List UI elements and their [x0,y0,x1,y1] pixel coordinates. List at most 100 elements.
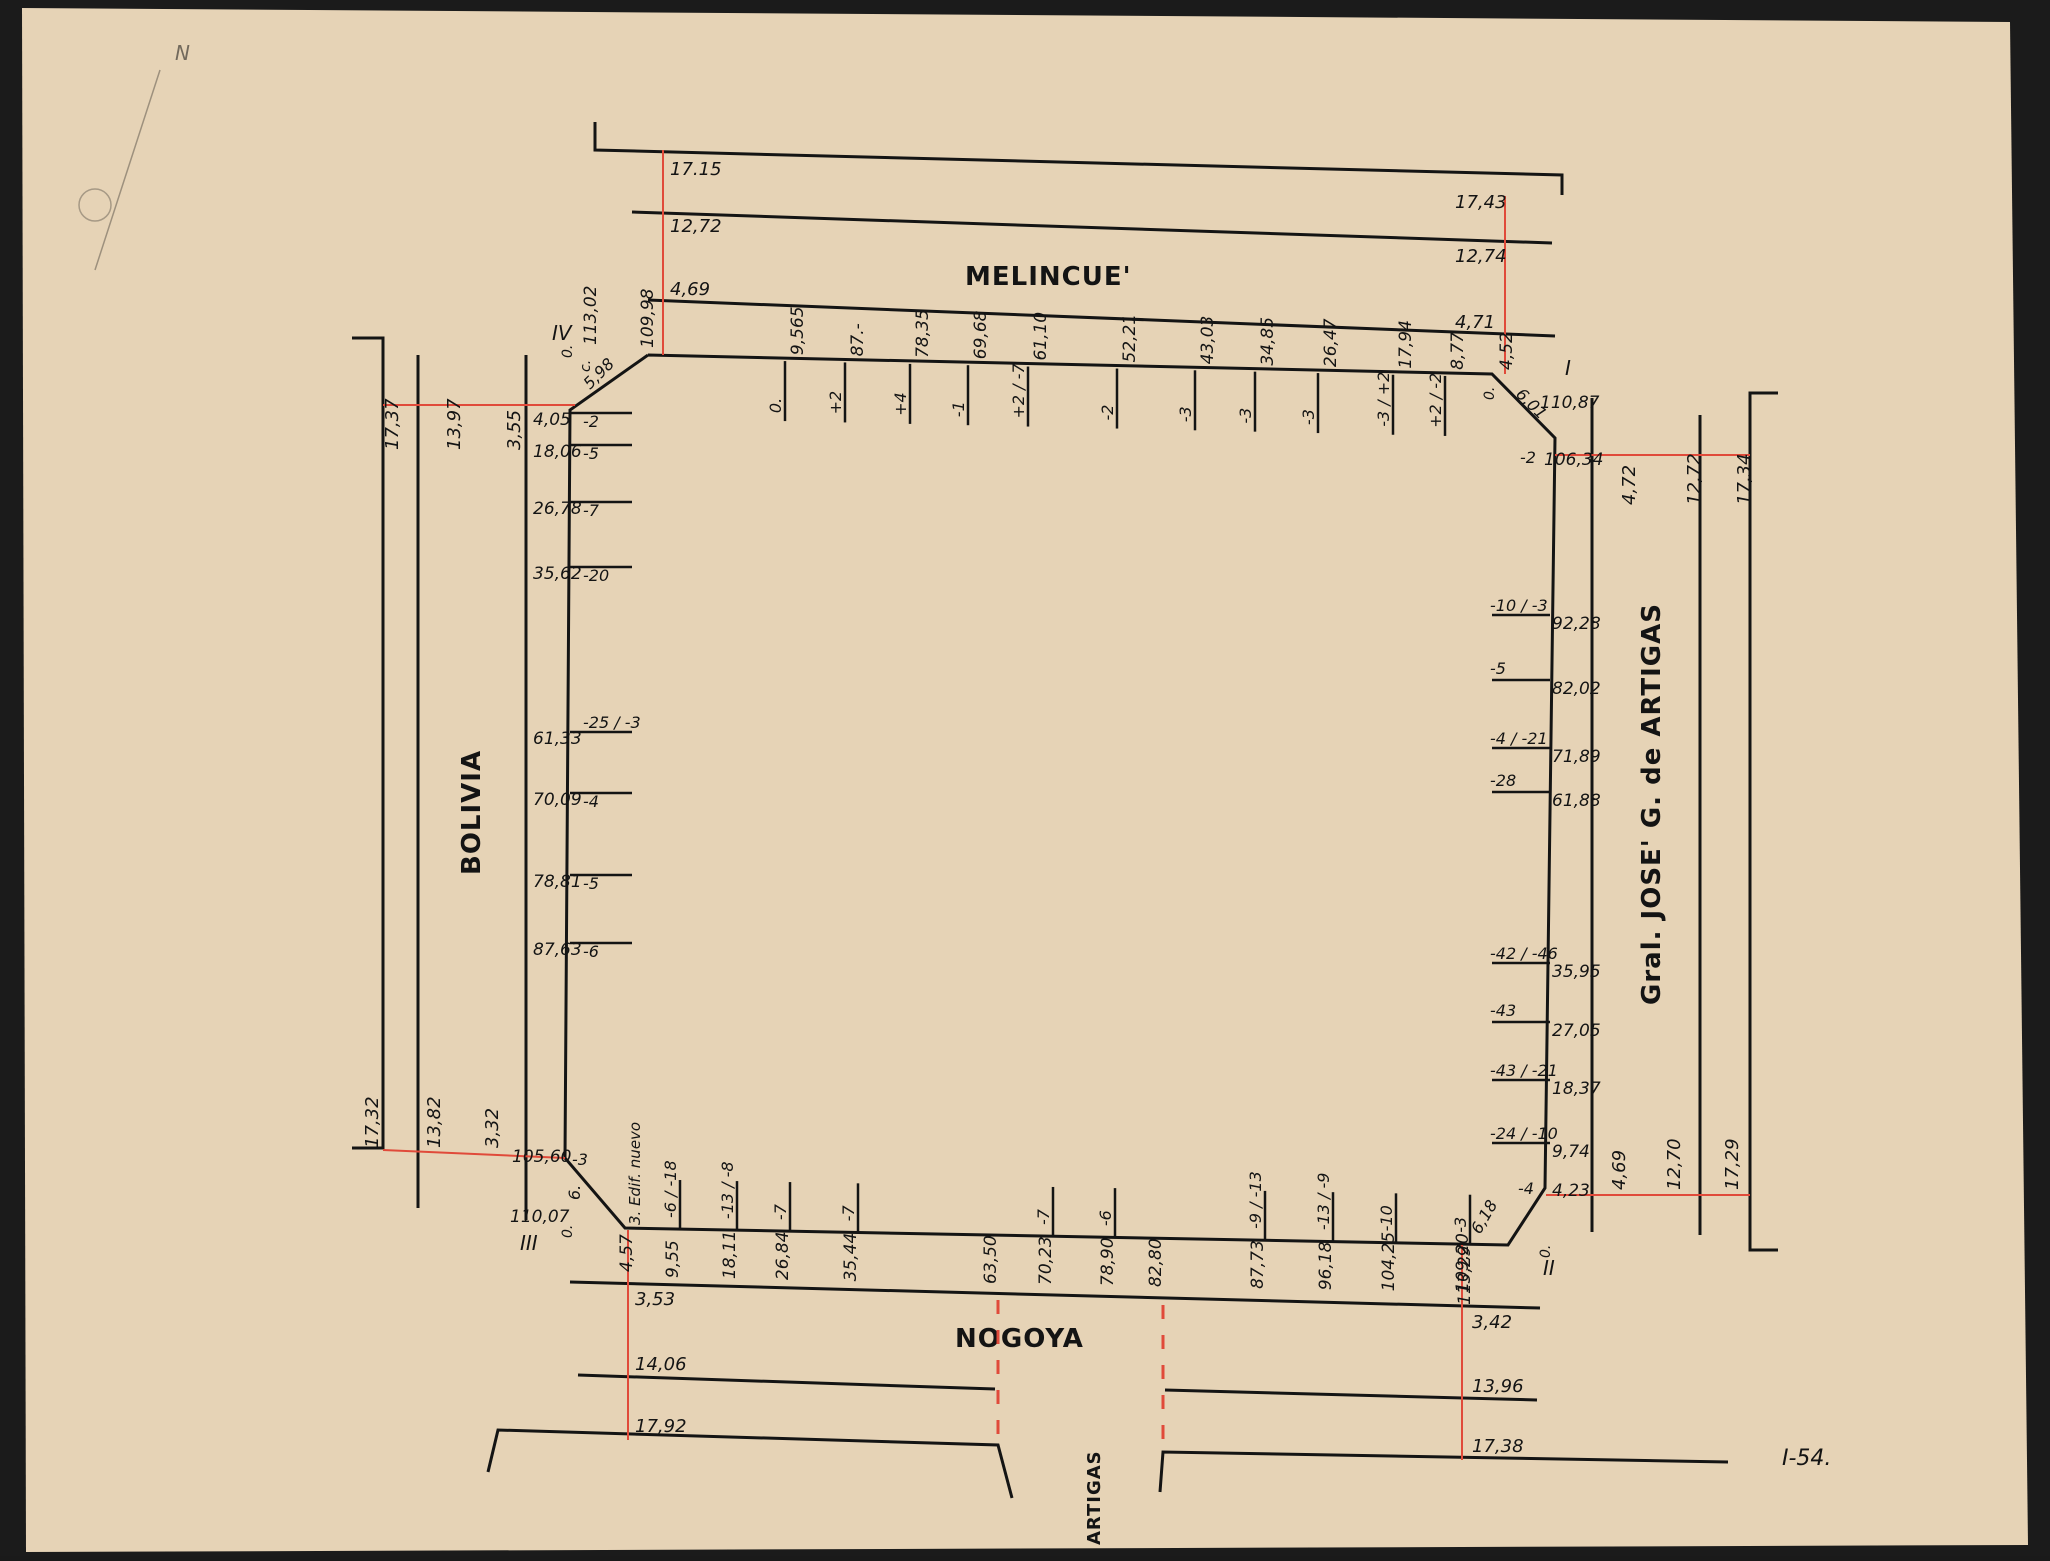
south-inner-line [569,1280,1541,1310]
corner-i-total: 110,87 [1540,393,1600,413]
west-level-label: -7 [583,501,600,520]
south-distance-label: 70,23 [1036,1236,1056,1285]
width-label-west-north: 17,37 [382,398,403,450]
width-label-north-east: 17,43 [1455,192,1507,213]
west-distance-label: 61,33 [533,729,582,749]
street-name-south: NOGOYA [955,1324,1084,1354]
south-level-label: -13 / -8 [718,1161,737,1219]
west-outer-curb [352,336,385,1150]
east-level-label: -43 / -21 [1490,1061,1558,1080]
corner-iii-distance: 105,60 [512,1147,571,1167]
corner-iv-label: IV [552,321,573,345]
south-level-label: -7 [771,1203,790,1220]
width-label-south-west: 3,53 [635,1289,675,1310]
width-label-north-east: 4,71 [1455,312,1495,333]
north-level-label: -3 / +2 [1374,372,1393,427]
width-label-west-south: 13,82 [424,1096,445,1148]
corner-i-distance: 106,34 [1544,450,1603,470]
west-distance-label: 78,81 [533,872,582,892]
west-level-label: -5 [583,444,599,463]
width-label-north-west: 12,72 [670,216,722,237]
east-level-label: -5 [1490,659,1506,678]
width-label-north-east: 12,74 [1455,246,1507,267]
east-distance-label: 82,02 [1552,679,1601,699]
south-level-label: -10 [1377,1205,1396,1231]
east-outer-curb [1748,391,1778,1252]
corner-iii-total: 110,07 [510,1207,570,1227]
south-middle-line-east [1164,1388,1538,1402]
corner-iv-c: c. [578,360,594,372]
west-level-label: -4 [583,792,599,811]
north-distance-label: 87.- [848,323,868,356]
south-distance-label: 18,11 [720,1230,740,1279]
north-distance-label: 8,77 [1448,332,1468,370]
south-level-label: -6 / -18 [661,1160,680,1218]
east-level-label: -10 / -3 [1490,596,1548,615]
width-label-east-south: 12,70 [1664,1138,1685,1190]
north-distance-label: 9,565 [788,306,808,355]
corner-iii-note: 3. Edif. nuevo [626,1122,644,1225]
south-level-label: -7 [1034,1208,1053,1225]
north-distance-label: 52,21 [1120,314,1140,363]
west-distance-label: 70,09 [533,790,582,810]
east-level-label: -4 / -21 [1490,729,1548,748]
block-outline [563,353,1557,1247]
south-level-label: -7 [839,1205,858,1222]
north-level-label: -3 [1236,408,1255,424]
south-distance-label: 109,20 [1453,1233,1473,1292]
north-distance-label: 69,68 [971,310,991,359]
corner-ii-distance: 4,23 [1552,1181,1590,1201]
east-level-label: -24 / -10 [1490,1124,1558,1143]
west-level-label: -6 [583,942,599,961]
corner-i-label: I [1565,356,1571,380]
width-label-east-north: 4,72 [1619,465,1640,505]
corner-iii-level: -3 [572,1150,588,1169]
south-distance-label: 96,18 [1316,1241,1336,1290]
north-distance-label: 26,47 [1321,318,1341,367]
north-distance-label: 34,85 [1258,317,1278,366]
north-distance-label: 61,10 [1031,312,1051,361]
south-level-label: -9 / -13 [1246,1171,1265,1229]
east-level-label: -42 / -46 [1490,944,1558,963]
north-middle-line [631,210,1553,245]
south-level-label: -6 [1096,1210,1115,1226]
width-label-east-north: 17,34 [1734,453,1755,505]
width-label-south-east: 17,38 [1472,1436,1524,1457]
corner-iv-zero: 0. [560,345,576,358]
north-level-label: -3 [1299,409,1318,425]
corner-iii-label: III [520,1231,538,1255]
width-label-east-south: 17,29 [1722,1138,1743,1190]
north-distance-label: 43,03 [1198,316,1218,365]
north-level-label: 0. [766,398,785,413]
west-distance-label: 35,62 [533,564,582,584]
north-level-label: +2 [826,391,845,415]
north-distance-label: 78,35 [913,309,933,358]
corner-i-zero: 0. [1482,387,1498,400]
width-label-south-east: 13,96 [1472,1376,1524,1397]
street-name-artigas-gap: ARTIGAS [1084,1450,1105,1545]
width-label-east-south: 4,69 [1609,1150,1630,1190]
street-lines [352,122,1778,1499]
width-label-south-west: 14,06 [635,1354,687,1375]
corner-ii-zero: 0. [1538,1245,1554,1258]
sheet-code: I-54. [1782,1446,1831,1471]
red-line-west-south [382,1149,566,1159]
south-distance-label: 35,44 [841,1233,861,1282]
width-label-west-north: 3,55 [504,410,525,450]
west-distance-label: 26,78 [533,499,582,519]
street-name-north: MELINCUE' [965,262,1132,292]
south-distance-label: 104,25 [1379,1232,1399,1291]
north-level-label: -2 [1098,405,1117,421]
width-label-north-west: 17.15 [670,159,722,180]
north-level-label: -1 [949,401,968,417]
corner-i-level: -2 [1520,448,1536,467]
south-middle-line-west [577,1373,996,1391]
width-label-west-north: 13,97 [444,398,465,450]
east-distance-label: 61,88 [1552,791,1601,811]
width-label-south-west: 17,92 [635,1416,687,1437]
south-distance-label: 9,55 [663,1240,683,1278]
east-distance-label: 92,28 [1552,614,1601,634]
west-level-label: -20 [583,566,609,585]
south-distance-label: 78,90 [1098,1237,1118,1286]
